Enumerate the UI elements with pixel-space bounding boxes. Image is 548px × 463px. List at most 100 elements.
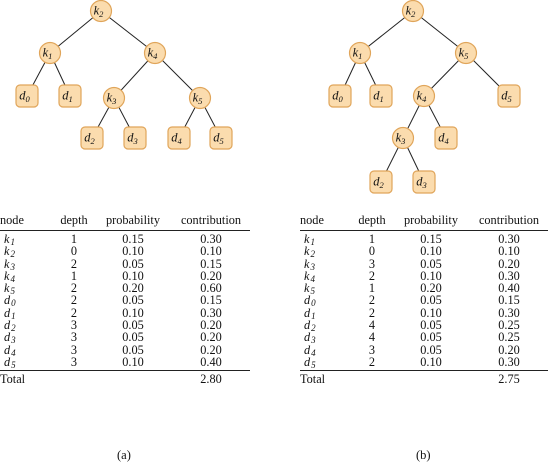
- cell-depth: 3: [70, 354, 78, 369]
- key-node-k2: [401, 0, 425, 23]
- node-label-subscript: 0: [339, 94, 344, 104]
- node-letter: d: [304, 330, 311, 345]
- node-label-d5: d5: [501, 89, 512, 105]
- key-node-k1: [348, 41, 372, 65]
- node-label-letter: k: [193, 91, 199, 105]
- node-letter: k: [4, 232, 10, 246]
- node-letter: k: [304, 244, 310, 259]
- cell-depth: 0: [70, 244, 78, 259]
- cell-probability: 0.05: [420, 318, 442, 333]
- header-node: node: [0, 214, 54, 231]
- total-value: 2.80: [172, 370, 250, 386]
- cell-node: k1: [0, 231, 54, 247]
- cell-node: d2: [0, 319, 54, 333]
- node-label-subscript: 2: [91, 136, 96, 146]
- node-letter: d: [304, 305, 311, 320]
- dummy-node-d5: [497, 84, 521, 108]
- cell-probability: 0.10: [122, 268, 144, 283]
- tree-edge-k2-k1: [359, 10, 414, 54]
- cell-contribution: 0.20: [200, 318, 222, 333]
- node-letter: d: [4, 305, 11, 320]
- node-letter: d: [4, 293, 11, 308]
- node-label-letter: k: [94, 4, 100, 18]
- cell-depth: 2: [70, 305, 78, 320]
- cell-depth: 4: [368, 330, 376, 345]
- cell-probability: 0.20: [122, 281, 144, 296]
- node-label-d4: d4: [438, 131, 449, 147]
- node-label-subscript: 3: [111, 96, 116, 106]
- node-label-k3: k3: [396, 131, 406, 147]
- node-letter: d: [304, 354, 311, 369]
- cell-node: k3: [0, 256, 54, 272]
- header-contribution: contribution: [172, 214, 250, 231]
- node-label-subscript: 0: [26, 94, 31, 104]
- table-header-row: node depth probability contribution: [300, 214, 548, 231]
- node-label-subscript: 4: [153, 51, 158, 61]
- caption-b: (b): [416, 448, 431, 462]
- cell-contribution: 0.30: [498, 268, 520, 283]
- cell-contribution: 0.30: [498, 354, 520, 369]
- cell-contribution: 0.40: [498, 281, 520, 296]
- cell-contribution: 0.20: [498, 256, 520, 271]
- cell-depth: 2: [70, 293, 78, 308]
- node-label-letter: k: [107, 91, 113, 105]
- node-letter: k: [4, 244, 10, 259]
- total-row: Total 2.75: [300, 370, 548, 386]
- cell-node: d1: [0, 305, 54, 321]
- cell-probability: 0.05: [420, 256, 442, 271]
- node-letter: d: [4, 342, 11, 357]
- node-label-k5: k5: [193, 91, 203, 107]
- node-label-letter: d: [213, 131, 220, 145]
- cell-depth: 1: [70, 268, 78, 283]
- cell-probability: 0.05: [122, 256, 144, 271]
- node-subscript: 5: [11, 359, 16, 370]
- dummy-node-d4: [434, 126, 458, 150]
- node-label-letter: d: [19, 89, 26, 103]
- cell-contribution: 0.30: [498, 232, 520, 246]
- node-label-subscript: 1: [69, 94, 73, 104]
- cell-contribution: 0.15: [200, 256, 222, 271]
- node-label-letter: d: [416, 175, 423, 189]
- node-subscript: 3: [10, 261, 15, 272]
- node-label-d1: d1: [62, 89, 73, 105]
- header-depth: depth: [352, 214, 392, 231]
- node-label-subscript: 1: [358, 51, 362, 61]
- cell-node: d0: [0, 293, 54, 308]
- header-depth: depth: [54, 214, 94, 231]
- dummy-node-d5: [209, 126, 233, 150]
- dummy-node-d1: [58, 84, 82, 108]
- node-label-k2: k2: [406, 4, 417, 20]
- cell-node: k2: [0, 244, 54, 259]
- cell-probability: 0.05: [420, 330, 442, 345]
- cell-node: k2: [300, 244, 352, 259]
- cell-probability: 0.05: [420, 293, 442, 308]
- key-node-k2: [89, 0, 113, 23]
- node-letter: k: [4, 256, 10, 271]
- cell-depth: 3: [70, 318, 78, 333]
- node-label-k3: k3: [107, 91, 117, 107]
- node-subscript: 3: [310, 261, 315, 272]
- cell-contribution: 0.40: [200, 354, 222, 369]
- cell-node: k5: [0, 282, 54, 296]
- dummy-node-d0: [328, 84, 352, 108]
- cell-probability: 0.05: [122, 293, 144, 308]
- node-label-letter: d: [127, 131, 134, 145]
- node-letter: k: [304, 232, 310, 246]
- cell-probability: 0.05: [420, 342, 442, 357]
- cell-contribution: 0.30: [200, 305, 222, 320]
- dummy-node-d2: [80, 126, 104, 150]
- key-node-k4: [412, 84, 436, 108]
- node-letter: d: [304, 318, 311, 333]
- node-label-d1: d1: [373, 89, 384, 105]
- cell-contribution: 0.15: [498, 293, 520, 308]
- tree-edge-k2-k5: [412, 10, 467, 54]
